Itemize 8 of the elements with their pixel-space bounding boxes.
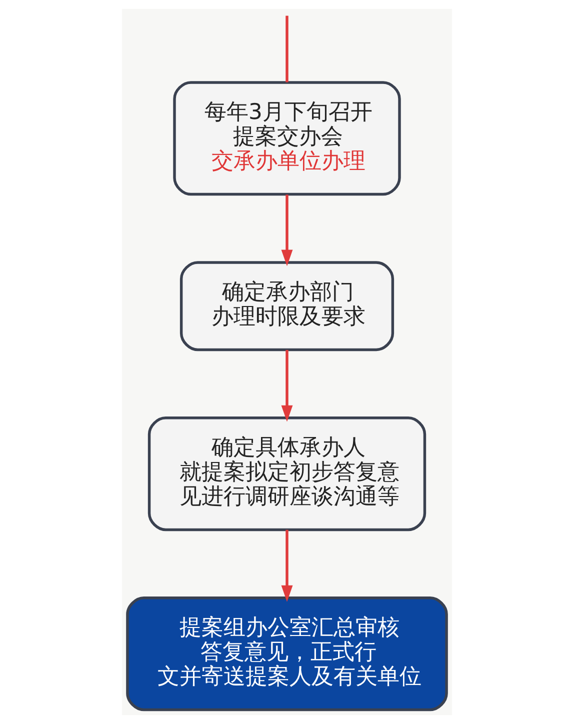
node-box: 提案组办公室汇总审核答复意见，正式行文并寄送提案人及有关单位 [126,596,448,712]
arrow [280,350,292,422]
arrow [280,530,292,602]
node-box: 确定具体承办人就提案拟定初步答复意见进行调研座谈沟通等 [147,416,426,532]
node-box: 确定承办部门办理时限及要求 [179,261,394,352]
connector [285,16,288,82]
arrow [280,194,292,266]
node-box: 每年3月下旬召开提案交办会 交承办单位办理 [172,81,400,196]
